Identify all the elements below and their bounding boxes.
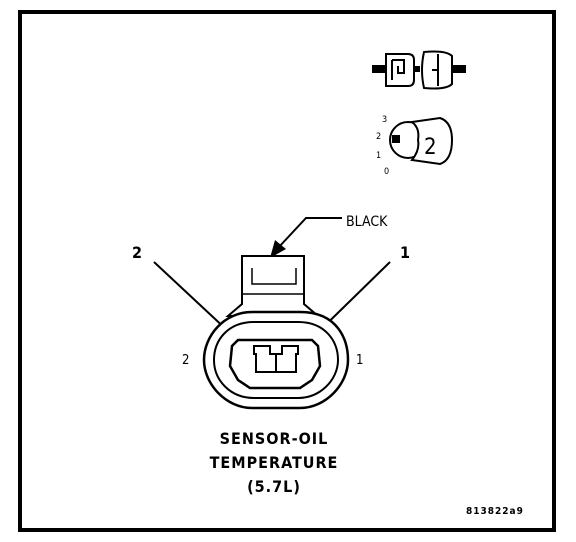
connector-halves-icon: [372, 50, 466, 90]
inset-code-label: 2: [424, 135, 437, 160]
black-leader-line: [277, 217, 342, 249]
connector-pin-right-label: 1: [356, 353, 363, 368]
locking-tab: [225, 255, 321, 317]
figure-id: 813822a9: [466, 506, 524, 517]
inset-scale-1: 1: [376, 151, 381, 161]
black-arrowhead: [270, 240, 286, 258]
connector-inner-shell: [212, 321, 340, 399]
wire-color-label: BLACK: [346, 214, 388, 230]
caption-line-2: TEMPERATURE: [210, 453, 339, 472]
caption-line-3: (5.7L): [247, 477, 301, 496]
callout-pin-2: 2: [132, 243, 142, 262]
diagram-frame: [18, 10, 556, 532]
terminal-1: [275, 345, 299, 373]
color-code-icon: 3 2 1 0 2: [376, 115, 454, 177]
connector-body: [202, 255, 350, 410]
callout-pin-1: 1: [400, 243, 410, 262]
caption-line-1: SENSOR-OIL: [220, 429, 329, 448]
inset-scale-0: 0: [384, 167, 389, 177]
connector-pin-left-label: 2: [182, 353, 189, 368]
inset-scale-3: 3: [382, 115, 387, 125]
inset-scale-2: 2: [376, 132, 381, 142]
